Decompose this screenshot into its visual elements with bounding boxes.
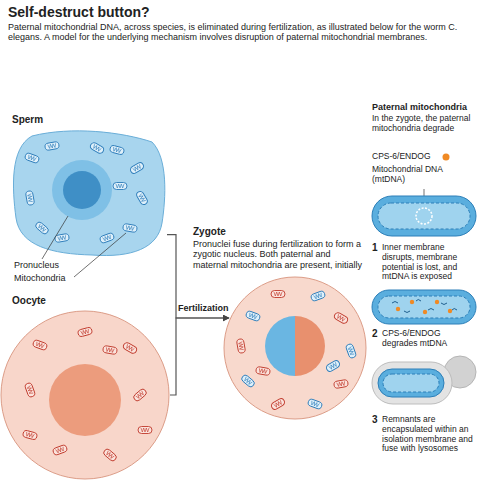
oocyte-cell-outline	[0, 310, 170, 480]
step-text: Inner membrane disrupts, membrane potent…	[382, 243, 476, 282]
edge-label: Fertilization	[177, 303, 230, 313]
zygote-cell: ZygotePronuclei fuse during fertilizatio…	[223, 276, 367, 420]
cell-heading: Oocyte	[12, 295, 46, 307]
section-heading: Paternal mitochondria	[372, 102, 476, 112]
sperm-cell-outline	[12, 128, 167, 258]
callout-number: 2	[372, 328, 378, 340]
zygote-cell-outline	[223, 276, 367, 420]
subtitle: Paternal mitochondrial DNA, across speci…	[8, 22, 472, 43]
figure-title: Self-destruct button?	[8, 4, 150, 20]
sperm-cell: Sperm	[12, 128, 167, 258]
callout-number: 1	[372, 242, 378, 254]
cell-description: Pronuclei fuse during fertilization to f…	[193, 239, 363, 270]
mitochondrion-step-3	[372, 356, 476, 404]
step-text: Remnants are encapsulated within an isol…	[382, 415, 476, 454]
oocyte-cell: Oocyte	[0, 310, 170, 480]
part-label: Mitochondrial DNA (mtDNA)	[372, 165, 476, 185]
mitochondrion-step-1	[372, 196, 476, 236]
mitochondrion-step-2	[372, 290, 476, 324]
fertilization-bracket	[170, 318, 229, 395]
part-label: Mitochondria	[14, 273, 66, 283]
step-text: CPS-6/ENDOG degrades mtDNA	[382, 329, 476, 349]
endog-dot	[443, 154, 450, 161]
callout-number: 3	[372, 414, 378, 426]
section-body: In the zygote, the paternal mitochondria…	[372, 114, 476, 134]
part-label: CPS-6/ENDOG	[372, 152, 431, 162]
cell-heading: Zygote	[193, 226, 363, 238]
cell-heading: Sperm	[12, 114, 43, 126]
part-label: Pronucleus	[14, 260, 59, 270]
